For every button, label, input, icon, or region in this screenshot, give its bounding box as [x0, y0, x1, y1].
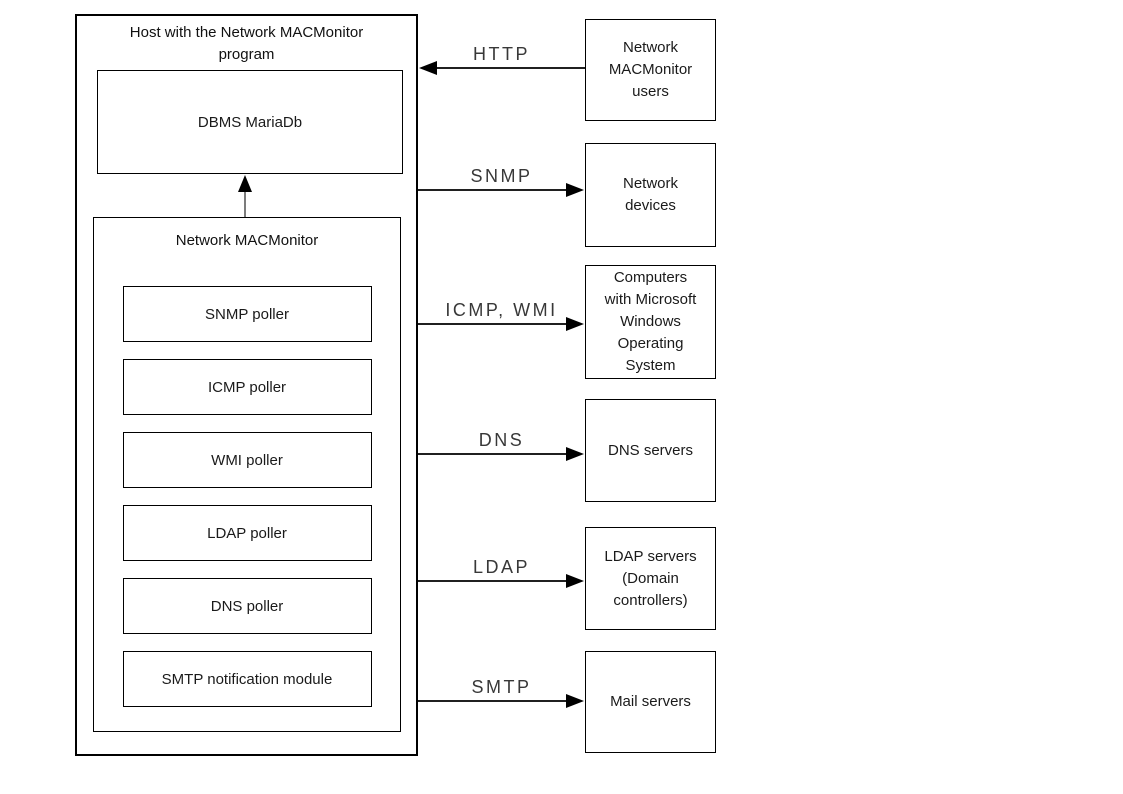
external-box-mail-servers: Mail servers [585, 651, 716, 753]
module-label: LDAP poller [207, 524, 287, 542]
network-macmonitor-box: Network MACMonitor SNMP poller ICMP poll… [93, 217, 401, 732]
arrow-label-snmp: SNMP [470, 166, 533, 186]
module-label: SMTP notification module [161, 670, 333, 688]
arrow-label-smtp: SMTP [471, 677, 532, 697]
arrow-label-ldap: LDAP [472, 557, 531, 577]
host-box: Host with the Network MACMonitor program… [75, 14, 418, 756]
external-box-label: Computers with Microsoft Windows Operati… [604, 269, 697, 374]
host-box-title: Host with the Network MACMonitor program [129, 24, 364, 63]
module-label: DNS poller [210, 597, 284, 615]
module-label: SNMP poller [205, 305, 289, 323]
dbms-mariadb-box: DBMS MariaDb [97, 70, 403, 174]
module-box-ldap-poller: LDAP poller [122, 505, 372, 561]
network-macmonitor-title: Network MACMonitor [175, 232, 319, 249]
module-label: ICMP poller [207, 378, 287, 396]
module-box-snmp-poller: SNMP poller [122, 286, 372, 342]
external-box-network-macmonitor-users: Network MACMonitor users [585, 19, 716, 121]
dbms-mariadb-label: DBMS MariaDb [197, 113, 303, 131]
external-box-label: Mail servers [610, 693, 691, 710]
module-box-wmi-poller: WMI poller [122, 432, 372, 488]
external-box-label: LDAP servers (Domain controllers) [604, 547, 697, 609]
module-label: WMI poller [211, 451, 283, 469]
arrow-label-dns: DNS [478, 430, 525, 450]
external-box-ldap-servers: LDAP servers (Domain controllers) [585, 527, 716, 630]
module-box-icmp-poller: ICMP poller [122, 359, 372, 415]
external-box-label: Network MACMonitor users [608, 39, 693, 100]
module-box-dns-poller: DNS poller [122, 578, 372, 634]
external-box-label: DNS servers [607, 441, 693, 459]
external-box-windows-computers: Computers with Microsoft Windows Operati… [585, 265, 716, 379]
arrow-label-http: HTTP [473, 44, 530, 64]
external-box-label: Network devices [622, 175, 678, 214]
module-box-smtp-notification: SMTP notification module [122, 651, 372, 707]
external-box-dns-servers: DNS servers [585, 399, 716, 502]
arrow-label-icmp-wmi: ICMP, WMI [445, 300, 558, 320]
external-box-network-devices: Network devices [585, 143, 716, 247]
